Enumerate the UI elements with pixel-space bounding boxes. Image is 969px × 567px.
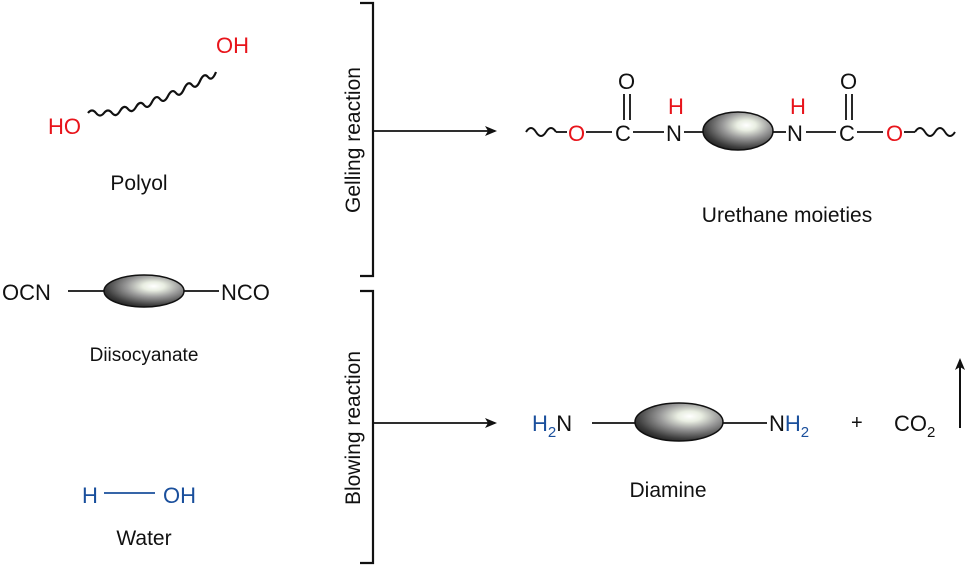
urethane-label: Urethane moieties (702, 204, 872, 227)
diisocyanate-core (103, 274, 185, 308)
diisocyanate-label: Diisocyanate (90, 345, 199, 366)
water: H OH Water (82, 483, 196, 550)
water-oh: OH (163, 483, 196, 508)
diamine-product: H2N NH2 + CO2 Diamine (532, 358, 965, 502)
urethane-h-right: H (790, 94, 806, 119)
diisocyanate-left-group: OCN (2, 280, 51, 305)
diamine-right-amine: NH2 (769, 411, 809, 441)
urethane-carbonyl-o-right: O (840, 69, 857, 94)
urethane-product: O C O H N H N C O O Urethane moieties (525, 69, 956, 227)
urethane-o-left: O (568, 121, 585, 146)
urethane-carbonyl-o-left: O (618, 69, 635, 94)
urethane-n-right: N (787, 121, 803, 146)
diamine-label: Diamine (629, 479, 706, 502)
polyol-label: Polyol (110, 172, 167, 195)
blowing-bracket (360, 289, 375, 565)
urethane-wavy-right (914, 127, 956, 137)
polyol-chain (87, 71, 218, 117)
polyol: OH HO Polyol (48, 33, 249, 195)
urethane-n-left: N (666, 121, 682, 146)
polyol-oh-top: OH (216, 33, 249, 58)
diisocyanate-right-group: NCO (221, 280, 270, 305)
co2-formula: CO2 (894, 411, 935, 441)
gelling-bracket (360, 1, 375, 278)
diamine-core (634, 402, 724, 442)
blowing-reaction-label: Blowing reaction (342, 351, 365, 505)
diisocyanate: OCN NCO Diisocyanate (2, 274, 270, 366)
urethane-o-right: O (886, 121, 903, 146)
urethane-h-left: H (668, 94, 684, 119)
urethane-c-left: C (615, 121, 631, 146)
gelling-reaction-label: Gelling reaction (342, 67, 365, 213)
diamine-left-amine: H2N (532, 411, 572, 441)
water-label: Water (116, 527, 171, 550)
urethane-core (702, 111, 774, 151)
polyol-oh-bottom: HO (48, 114, 81, 139)
water-h: H (82, 483, 98, 508)
plus-sign: + (851, 412, 863, 434)
urethane-wavy-left (525, 127, 557, 137)
urethane-c-right: C (839, 121, 855, 146)
